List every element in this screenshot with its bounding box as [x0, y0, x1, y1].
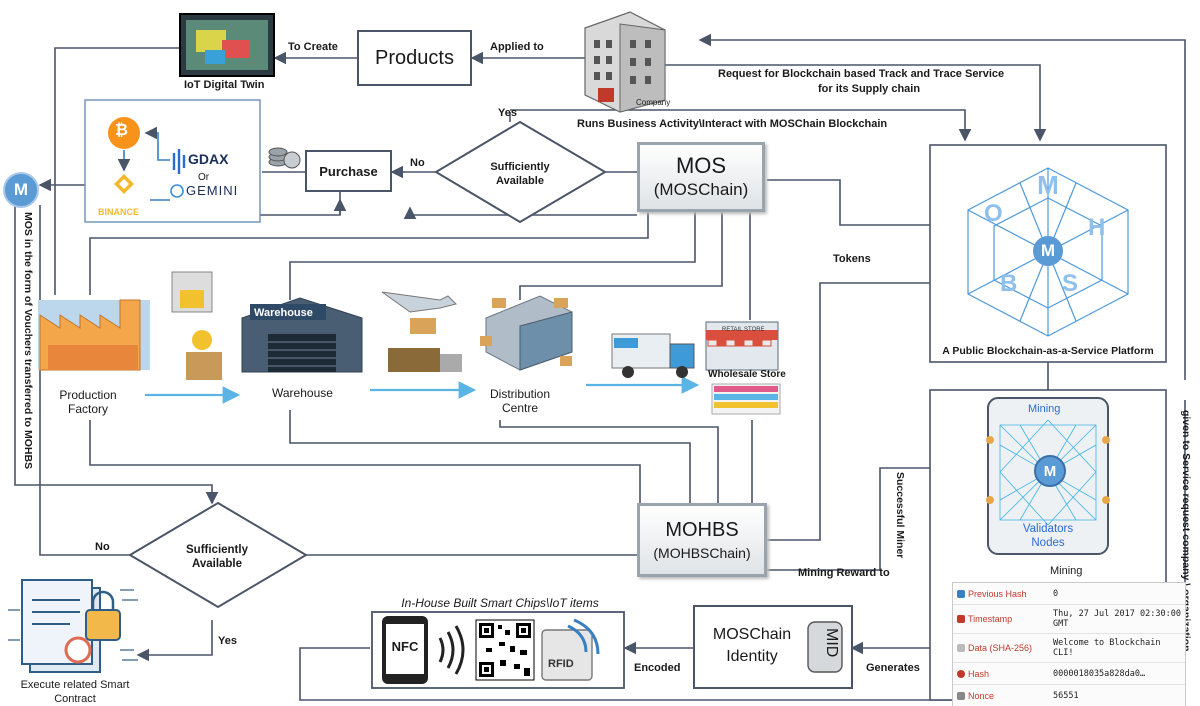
exchange-box — [84, 99, 261, 223]
smart-chips-label: In-House Built Smart Chips\IoT items — [401, 596, 599, 610]
hex-letter-s: S — [1062, 270, 1079, 297]
hex-m-center-icon: M — [1033, 236, 1063, 266]
bitcoin-symbol: ₿ — [115, 122, 129, 139]
gemini-label: GEMINI — [186, 183, 239, 198]
no-left-label: No — [410, 157, 425, 169]
applied-to-label: Applied to — [490, 41, 544, 53]
mid-label: MID — [823, 628, 840, 658]
table-row: Nonce 56551 — [953, 685, 1185, 706]
table-row: Hash 0000018035a828da0… — [953, 663, 1185, 685]
company-building-graphic — [584, 11, 666, 113]
mohbschain-title: (MOHBSChain) — [653, 545, 751, 561]
iot-twin-graphic — [179, 13, 275, 77]
sufficiently-available-bottom: Sufficiently Available — [186, 544, 248, 570]
mos-title: MOS — [675, 153, 727, 178]
hash-key: Timestamp — [968, 614, 1013, 624]
qr-code-graphic — [475, 619, 535, 681]
delivery-truck-graphic — [611, 333, 695, 378]
or-label: Or — [198, 172, 210, 183]
request-line2: for its Supply chain — [818, 83, 921, 95]
warehouse-graphic — [241, 297, 363, 373]
binance-label: BINANCE — [98, 207, 140, 217]
coins-graphic — [268, 147, 301, 169]
retail-store-graphic — [705, 321, 781, 415]
hash-key: Data (SHA-256) — [968, 643, 1033, 653]
mid-chip — [807, 621, 843, 673]
wholesale-store-label: Wholesale Store — [708, 369, 786, 380]
warehouse-sign: Warehouse — [254, 307, 313, 319]
production-factory-label: Production Factory — [59, 388, 117, 416]
forklift-graphic — [171, 271, 222, 380]
bitcoin-icon — [108, 117, 140, 149]
hash-key: Previous Hash — [968, 588, 1027, 599]
tokens-label: Tokens — [833, 253, 871, 265]
hash-value: 56551 — [1053, 690, 1079, 701]
mohbs-title: MOHBS — [665, 519, 739, 541]
hash-icon — [957, 669, 965, 678]
block-hash-table: Previous Hash 0 Timestamp Thu, 27 Jul 20… — [952, 582, 1186, 706]
rfid-tag-graphic — [541, 618, 600, 681]
hash-key: Hash — [968, 668, 990, 679]
to-create-label: To Create — [288, 41, 338, 53]
generates-label: Generates — [866, 662, 920, 674]
sufficiently-available-top: Sufficiently Available — [490, 161, 550, 187]
document-icon — [957, 644, 965, 652]
hash-value: Thu, 27 Jul 2017 02:30:00 GMT — [1053, 609, 1181, 629]
decision-diamond-bottom — [128, 501, 308, 609]
yes-top-label: Yes — [498, 107, 517, 119]
mohbs-box: MOHBS (MOHBSChain) — [637, 503, 767, 577]
distribution-centre-label: Distribution Centre — [489, 387, 551, 415]
no-bottom-label: No — [95, 541, 110, 553]
successful-miner-label: Successful Miner — [894, 472, 906, 559]
moschain-title: (MOSChain) — [653, 180, 749, 199]
table-row: Previous Hash 0 — [953, 583, 1185, 605]
hex-letter-m-top: M — [1037, 170, 1059, 200]
mos-vouchers-label: MOS in the form of Vouchers transferred … — [22, 212, 34, 470]
hex-letter-b: B — [1000, 270, 1018, 297]
hash-key: Nonce — [968, 690, 995, 701]
factory-graphic — [38, 299, 150, 371]
mos-coin-icon: M — [3, 172, 39, 208]
runs-business-label: Runs Business Activity\Interact with MOS… — [577, 118, 888, 130]
decision-diamond-top — [434, 120, 607, 224]
retail-store-sign: RETAIL STORE — [722, 327, 765, 333]
mining-bottom-label: Mining — [1050, 565, 1083, 577]
mining-reward-label: Mining Reward to — [798, 567, 890, 579]
previous-hash-icon — [957, 589, 965, 598]
nfc-label: NFC — [391, 639, 419, 654]
warehouse-label: Warehouse — [272, 386, 333, 400]
company-label: Company — [636, 98, 671, 107]
yes-bottom-label: Yes — [218, 635, 237, 647]
purchase-box: Purchase — [305, 150, 392, 192]
rfid-label: RFID — [548, 658, 574, 670]
hex-letter-o: O — [984, 200, 1003, 227]
iot-twin-label: IoT Digital Twin — [184, 79, 265, 91]
hash-value: 0000018035a828da0… — [1053, 668, 1146, 679]
table-row: Timestamp Thu, 27 Jul 2017 02:30:00 GMT — [953, 605, 1185, 634]
validators-nodes-label: Validators Nodes — [1022, 523, 1074, 549]
request-line1: Request for Blockchain based Track and T… — [718, 68, 1005, 80]
moschain-identity-label: MOSChain Identity — [712, 626, 792, 665]
mining-top-label: Mining — [1028, 403, 1061, 415]
hex-letter-h: H — [1088, 214, 1106, 241]
hash-value: 0 — [1053, 588, 1059, 599]
distribution-graphic — [480, 295, 573, 371]
gdax-label: GDAX — [188, 151, 229, 167]
products-box: Products — [357, 30, 472, 86]
table-row: Data (SHA-256) Welcome to Blockchain CLI… — [953, 634, 1185, 663]
hash-value: Welcome to Blockchain CLI! — [1053, 638, 1161, 658]
platform-label: A Public Blockchain-as-a-Service Platfor… — [942, 345, 1154, 357]
hammer-icon — [957, 691, 965, 700]
encoded-label: Encoded — [634, 662, 681, 674]
validator-m-icon: M — [1034, 455, 1066, 487]
calendar-icon — [957, 615, 965, 623]
smart-contract-graphic — [8, 579, 138, 673]
execute-contract-label: Execute related Smart Contract — [20, 679, 130, 705]
logistics-graphic — [381, 291, 462, 372]
mos-box: MOS (MOSChain) — [637, 142, 765, 212]
